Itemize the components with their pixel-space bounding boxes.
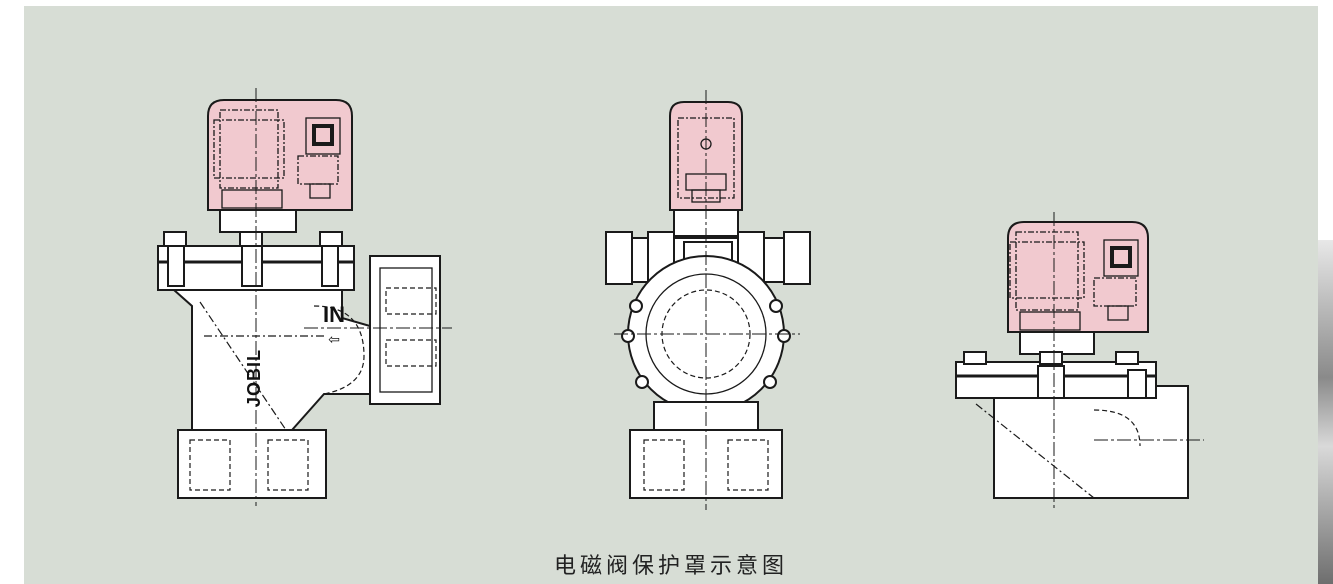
edge-photo-fragment [1318,240,1333,584]
brand-mark: JOBIL [244,349,264,407]
drawing-panel: IN ⇦ JOBIL [24,6,1318,584]
compact-view-valve [955,212,1204,510]
diagram-caption: 电磁阀保护罩示意图 [553,554,788,579]
side-view-valve: IN ⇦ JOBIL [157,88,452,506]
inlet-label: IN [323,302,345,327]
protective-cover-left [207,99,353,211]
front-view-valve [605,90,811,510]
flow-arrow-icon: ⇦ [328,332,340,348]
valve-drawings: IN ⇦ JOBIL [157,88,1204,510]
protective-cover-right [1007,221,1149,333]
